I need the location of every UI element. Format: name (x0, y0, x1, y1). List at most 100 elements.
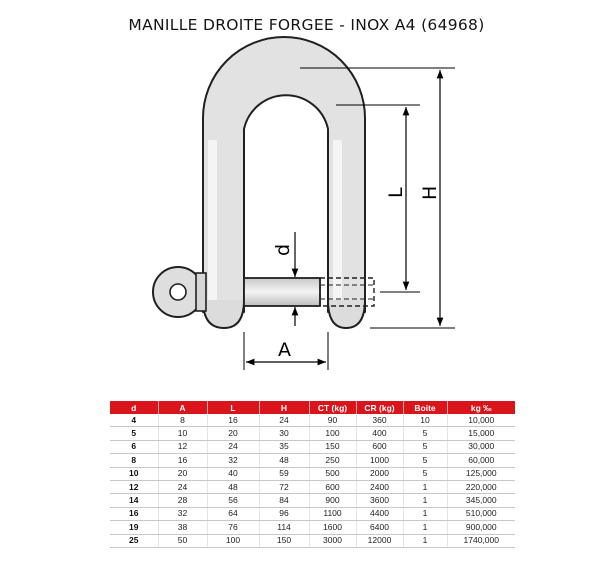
table-cell: 64 (207, 507, 260, 522)
table-cell: 4 (110, 414, 159, 428)
table-cell: 100 (309, 426, 357, 441)
pin-collar (195, 272, 207, 312)
table-cell: 32 (158, 507, 208, 522)
dim-A-label: A (278, 339, 291, 361)
table-cell: 38 (158, 520, 208, 535)
col-header-cr: CR (kg) (356, 401, 404, 414)
pin-eye-hole (169, 283, 187, 301)
dim-H-label: H (419, 186, 441, 200)
table-cell: 14 (110, 493, 159, 508)
table-cell: 30 (259, 426, 310, 441)
table-cell: 500 (309, 467, 357, 481)
table-cell: 600 (309, 480, 357, 495)
table-cell: 20 (207, 426, 260, 441)
shading (208, 140, 217, 310)
table-cell: 5 (403, 426, 448, 441)
table-cell: 900,000 (447, 520, 515, 535)
table-cell: 12 (110, 480, 159, 495)
table-cell: 125,000 (447, 467, 515, 481)
table-cell: 220,000 (447, 480, 515, 495)
col-header-h: H (259, 401, 310, 414)
table-cell: 360 (356, 414, 404, 428)
leg-end-left (202, 299, 245, 330)
table-cell: 1 (403, 534, 448, 548)
table-cell: 3000 (309, 534, 357, 548)
table-cell: 24 (158, 480, 208, 495)
table-cell: 1 (403, 507, 448, 522)
table-cell: 20 (158, 467, 208, 481)
table-cell: 60,000 (447, 453, 515, 468)
table-cell: 6 (110, 440, 159, 455)
table-cell: 250 (309, 453, 357, 468)
table-cell: 25 (110, 534, 159, 548)
col-header-kg: kg ‰ (447, 401, 515, 414)
table-cell: 15,000 (447, 426, 515, 441)
table-cell: 48 (207, 480, 260, 495)
table-header-row: d A L H CT (kg) CR (kg) Boite kg ‰ (110, 401, 515, 414)
table-cell: 10 (403, 414, 448, 428)
table-cell: 19 (110, 520, 159, 535)
table-cell: 1000 (356, 453, 404, 468)
table-cell: 150 (309, 440, 357, 455)
table-cell: 6400 (356, 520, 404, 535)
table-cell: 12000 (356, 534, 404, 548)
col-header-boite: Boite (403, 401, 448, 414)
table-cell: 5 (403, 467, 448, 481)
table-cell: 5 (403, 453, 448, 468)
table-cell: 48 (259, 453, 310, 468)
col-header-d: d (110, 401, 159, 414)
table-cell: 84 (259, 493, 310, 508)
shackle-body (202, 36, 366, 313)
table-cell: 24 (207, 440, 260, 455)
table-cell: 96 (259, 507, 310, 522)
table-cell: 3600 (356, 493, 404, 508)
table-cell: 72 (259, 480, 310, 495)
table-cell: 4400 (356, 507, 404, 522)
table-cell: 600 (356, 440, 404, 455)
table-cell: 1 (403, 480, 448, 495)
table-cell: 8 (158, 414, 208, 428)
shading (333, 140, 342, 310)
col-header-a: A (158, 401, 208, 414)
col-header-ct: CT (kg) (309, 401, 357, 414)
table-cell: 30,000 (447, 440, 515, 455)
table-cell: 1740,000 (447, 534, 515, 548)
table-cell: 5 (403, 440, 448, 455)
table-cell: 32 (207, 453, 260, 468)
table-cell: 50 (158, 534, 208, 548)
table-cell: 56 (207, 493, 260, 508)
table-cell: 59 (259, 467, 310, 481)
table-cell: 345,000 (447, 493, 515, 508)
shackle-drawing: d A L H (152, 36, 455, 370)
table-cell: 400 (356, 426, 404, 441)
table-cell: 35 (259, 440, 310, 455)
table-cell: 2000 (356, 467, 404, 481)
table-cell: 16 (158, 453, 208, 468)
table-cell: 76 (207, 520, 260, 535)
table-cell: 40 (207, 467, 260, 481)
table-cell: 100 (207, 534, 260, 548)
table-cell: 114 (259, 520, 310, 535)
table-cell: 1 (403, 520, 448, 535)
table-cell: 10 (110, 467, 159, 481)
dim-L-label: L (385, 187, 407, 198)
table-cell: 10 (158, 426, 208, 441)
dim-d-label: d (272, 244, 294, 256)
table-cell: 1600 (309, 520, 357, 535)
table-cell: 16 (110, 507, 159, 522)
leg-end-right (327, 299, 366, 330)
page-title: MANILLE DROITE FORGEE - INOX A4 (64968) (128, 16, 485, 34)
table-cell: 900 (309, 493, 357, 508)
pin-shank (243, 277, 321, 307)
